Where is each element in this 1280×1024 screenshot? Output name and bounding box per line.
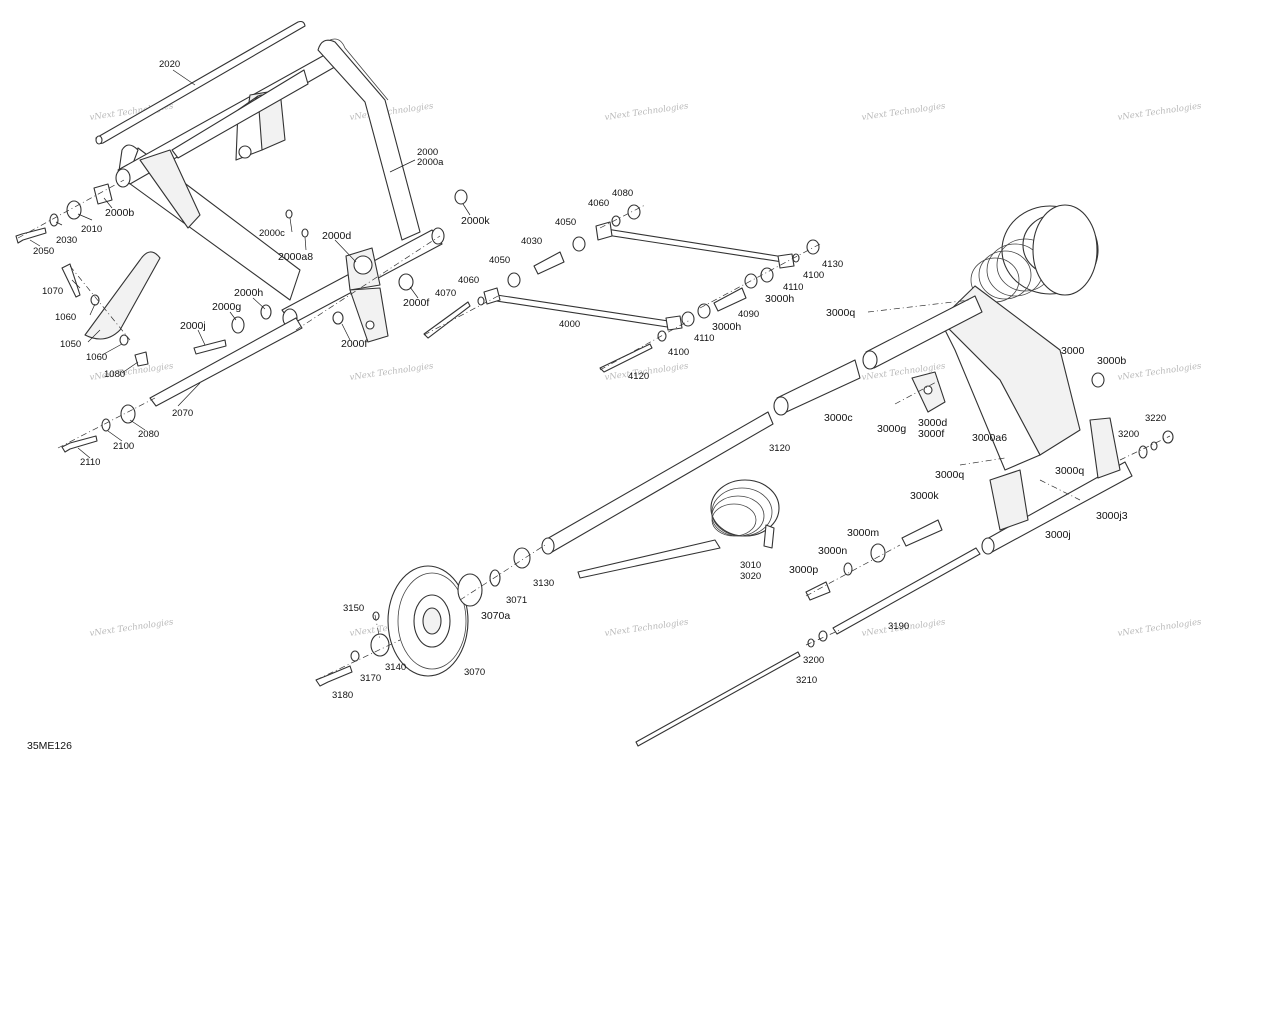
part-label-2000b: 2000b xyxy=(105,207,134,219)
front-arm-assembly xyxy=(95,20,445,343)
part-label-4080: 4080 xyxy=(612,188,633,199)
part-label-2000a: 2000a xyxy=(417,157,444,168)
watermark: vNext Technologies xyxy=(861,101,947,123)
part-label-3000p: 3000p xyxy=(789,564,818,576)
part-label-3000d: 3000d xyxy=(918,417,947,429)
part-label-1060a: 1060 xyxy=(55,312,76,323)
rear-arm-assembly xyxy=(541,205,1174,747)
part-label-3000a6: 3000a6 xyxy=(972,432,1007,444)
part-label-2000c: 2000c xyxy=(259,228,285,239)
part-label-4050a: 4050 xyxy=(555,217,576,228)
part-label-4100a: 4100 xyxy=(803,270,824,281)
watermark: vNext Technologies xyxy=(349,101,435,123)
part-label-4100b: 4100 xyxy=(668,347,689,358)
part-label-3200b: 3200 xyxy=(803,655,824,666)
part-label-2010: 2010 xyxy=(81,224,102,235)
part-label-4060a: 4060 xyxy=(588,198,609,209)
part-label-3120: 3120 xyxy=(769,443,790,454)
leader-lines xyxy=(17,69,1171,681)
part-label-2000: 2000 xyxy=(417,147,438,158)
part-label-2110: 2110 xyxy=(80,457,100,468)
part-label-3200a: 3200 xyxy=(1118,429,1139,440)
part-label-3070a: 3070a xyxy=(481,610,510,622)
watermark: vNext Technologies xyxy=(89,361,175,383)
left-hardware xyxy=(15,183,468,453)
part-label-2000a8: 2000a8 xyxy=(278,251,313,263)
part-label-3180: 3180 xyxy=(332,690,353,701)
link-assembly xyxy=(423,204,820,373)
part-label-4060b: 4060 xyxy=(458,275,479,286)
part-label-3000h_b: 3000h xyxy=(712,321,741,333)
part-label-2100: 2100 xyxy=(113,441,134,452)
part-label-4070: 4070 xyxy=(435,288,456,299)
part-label-2000d: 2000d xyxy=(322,230,351,242)
part-label-4050b: 4050 xyxy=(489,255,510,266)
part-label-2030: 2030 xyxy=(56,235,77,246)
part-label-2080: 2080 xyxy=(138,429,159,440)
rear-wheel xyxy=(1032,204,1098,296)
part-label-4120: 4120 xyxy=(628,371,649,382)
part-label-3000: 3000 xyxy=(1061,345,1085,357)
part-label-4030: 4030 xyxy=(521,236,542,247)
part-label-3130: 3130 xyxy=(533,578,554,589)
part-label-2000k: 2000k xyxy=(461,215,490,227)
part-label-3000q_c: 3000q xyxy=(1055,465,1084,477)
part-label-3000q_b: 3000q xyxy=(935,469,964,481)
part-label-1070: 1070 xyxy=(42,286,63,297)
part-label-2000j: 2000j xyxy=(180,320,206,332)
part-label-4130: 4130 xyxy=(822,259,843,270)
watermark: vNext Technologies xyxy=(1117,617,1203,639)
watermark: vNext Technologies xyxy=(604,617,690,639)
part-label-3000h_a: 3000h xyxy=(765,293,794,305)
part-label-2050: 2050 xyxy=(33,246,54,257)
part-label-2000f_b: 2000f xyxy=(341,338,367,350)
part-label-3220: 3220 xyxy=(1145,413,1166,424)
part-label-3000j: 3000j xyxy=(1045,529,1071,541)
part-label-3070: 3070 xyxy=(464,667,485,678)
part-label-3000f: 3000f xyxy=(918,428,944,440)
part-label-3010: 3010 xyxy=(740,560,761,571)
part-label-2000f_a: 2000f xyxy=(403,297,429,309)
part-label-3000m: 3000m xyxy=(847,527,879,539)
part-label-1060b: 1060 xyxy=(86,352,107,363)
watermark: vNext Technologies xyxy=(604,101,690,123)
part-label-3000n: 3000n xyxy=(818,545,847,557)
part-label-4000: 4000 xyxy=(559,319,580,330)
part-label-3071: 3071 xyxy=(506,595,527,606)
part-label-4090: 4090 xyxy=(738,309,759,320)
part-label-3000b: 3000b xyxy=(1097,355,1126,367)
watermark: vNext Technologies xyxy=(1117,361,1203,383)
part-label-3000c: 3000c xyxy=(824,412,853,424)
idler-wheel xyxy=(315,547,531,687)
part-label-3000q_a: 3000q xyxy=(826,307,855,319)
part-label-4110b: 4110 xyxy=(694,333,714,344)
part-label-3170: 3170 xyxy=(360,673,381,684)
part-label-2070: 2070 xyxy=(172,408,193,419)
part-label-1080: 1080 xyxy=(104,369,125,380)
watermark: vNext Technologies xyxy=(89,617,175,639)
part-label-3000k: 3000k xyxy=(910,490,939,502)
part-label-2000g: 2000g xyxy=(212,301,241,313)
part-label-2000h: 2000h xyxy=(234,287,263,299)
part-label-3140: 3140 xyxy=(385,662,406,673)
part-label-3000g: 3000g xyxy=(877,423,906,435)
part-label-4110a: 4110 xyxy=(783,282,803,293)
part-label-3190: 3190 xyxy=(888,621,909,632)
diagram-code: 35ME126 xyxy=(27,740,72,752)
part-label-3210: 3210 xyxy=(796,675,817,686)
part-label-3020: 3020 xyxy=(740,571,761,582)
torsion-spring xyxy=(577,479,780,579)
part-label-1050: 1050 xyxy=(60,339,81,350)
part-label-3000j3: 3000j3 xyxy=(1096,510,1128,522)
part-label-3150: 3150 xyxy=(343,603,364,614)
part-label-2020: 2020 xyxy=(159,59,180,70)
watermark: vNext Technologies xyxy=(1117,101,1203,123)
watermark: vNext Technologies xyxy=(349,361,435,383)
